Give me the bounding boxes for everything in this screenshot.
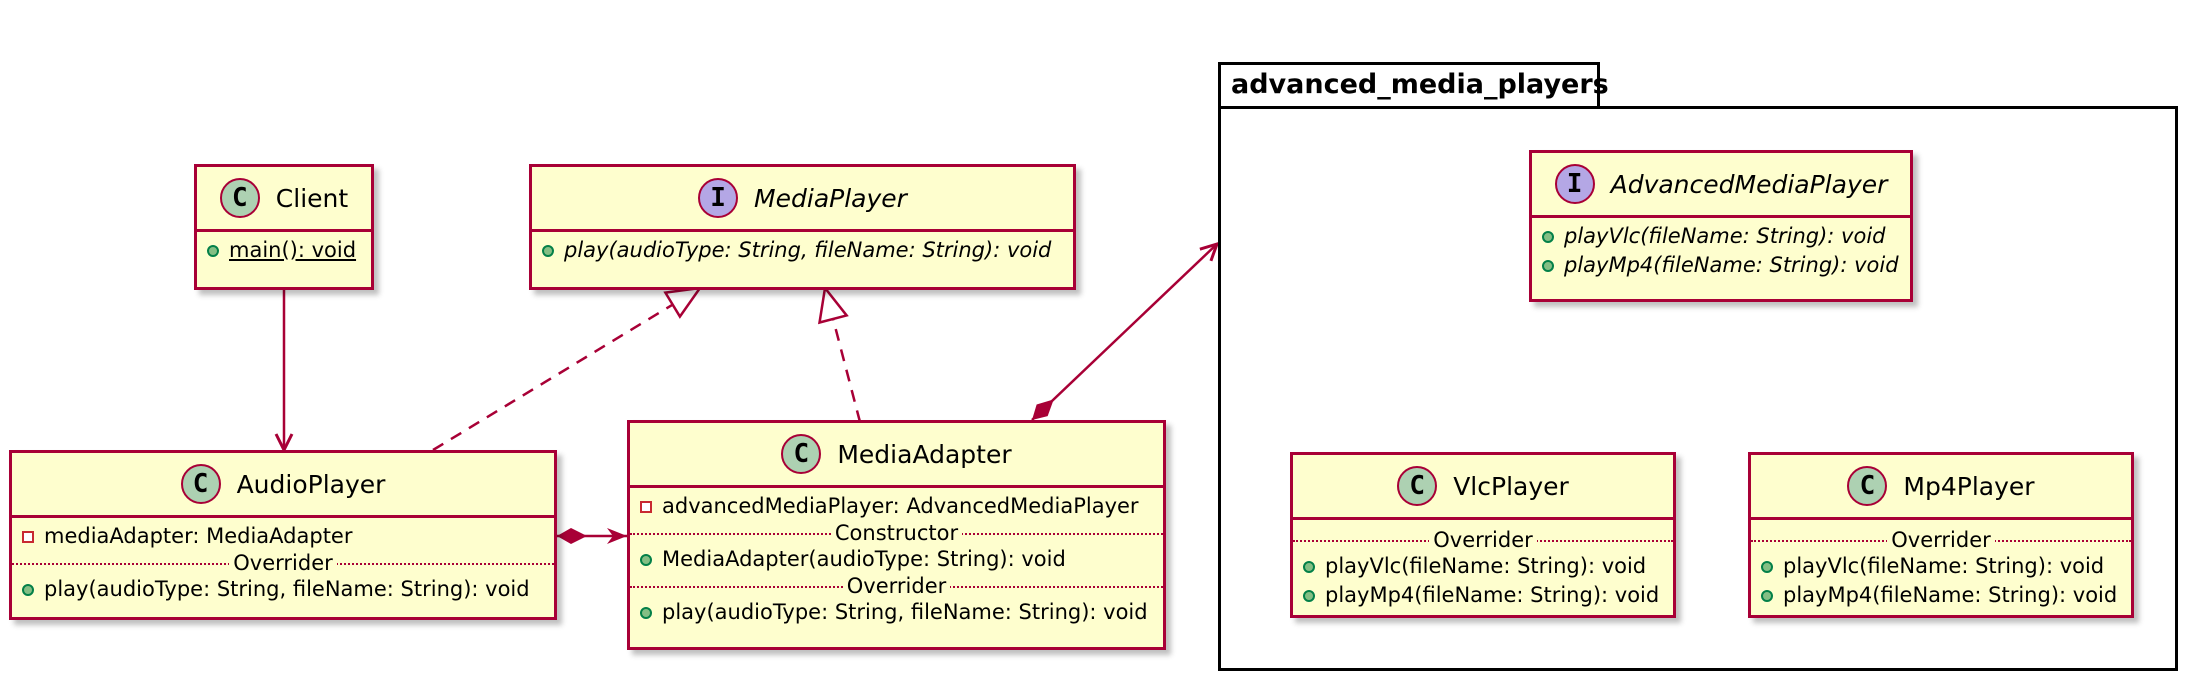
constructor-text: MediaAdapter(audioType: String): void xyxy=(662,547,1066,571)
interface-advancedmediaplayer-methods: playVlc(fileName: String): void playMp4(… xyxy=(1532,218,1910,286)
interface-advancedmediaplayer: I AdvancedMediaPlayer playVlc(fileName: … xyxy=(1529,150,1913,302)
public-visibility-icon xyxy=(1761,589,1773,602)
method-row: playVlc(fileName: String): void xyxy=(1542,222,1900,251)
class-badge-icon: C xyxy=(219,178,260,218)
public-visibility-icon xyxy=(640,553,652,566)
interface-mediaplayer-header: I MediaPlayer xyxy=(532,167,1073,229)
class-badge-icon: C xyxy=(1397,466,1438,506)
method-text: playVlc(fileName: String): void xyxy=(1564,224,1886,248)
class-vlcplayer-name: VlcPlayer xyxy=(1453,471,1569,501)
class-audioplayer: C AudioPlayer mediaAdapter: MediaAdapter… xyxy=(9,450,557,620)
method-text: main(): void xyxy=(229,238,357,262)
edge-mediaadapter-mediaplayer xyxy=(825,288,862,423)
public-visibility-icon xyxy=(207,244,219,257)
divider xyxy=(1532,215,1910,218)
class-mp4player: C Mp4Player Overrider playVlc(fileName: … xyxy=(1748,452,2134,618)
divider xyxy=(1751,517,2131,520)
interface-mediaplayer: I MediaPlayer play(audioType: String, fi… xyxy=(529,164,1076,290)
method-text: playMp4(fileName: String): void xyxy=(1325,583,1660,607)
private-visibility-icon xyxy=(640,500,652,513)
class-mediaadapter: C MediaAdapter advancedMediaPlayer: Adva… xyxy=(627,420,1166,650)
section-separator: Overrider xyxy=(12,551,554,575)
class-mediaadapter-header: C MediaAdapter xyxy=(630,423,1163,485)
method-row: play(audioType: String, fileName: String… xyxy=(640,598,1153,627)
constructor-row: MediaAdapter(audioType: String): void xyxy=(640,545,1153,574)
section-separator: Overrider xyxy=(1293,528,1673,552)
interface-advancedmediaplayer-name: AdvancedMediaPlayer xyxy=(1610,169,1888,199)
method-row: playMp4(fileName: String): void xyxy=(1303,581,1663,610)
class-client-header: C Client xyxy=(197,167,371,229)
interface-mediaplayer-name: MediaPlayer xyxy=(754,183,907,213)
class-badge-icon: C xyxy=(1847,466,1888,506)
class-client-name: Client xyxy=(275,183,349,213)
private-visibility-icon xyxy=(22,530,34,543)
divider xyxy=(197,229,371,232)
interface-advancedmediaplayer-header: I AdvancedMediaPlayer xyxy=(1532,153,1910,215)
section-label: Constructor xyxy=(830,522,963,544)
class-mp4player-name: Mp4Player xyxy=(1903,471,2035,501)
divider xyxy=(630,485,1163,488)
divider xyxy=(532,229,1073,232)
section-label: Overrider xyxy=(1887,529,1995,551)
interface-mediaplayer-methods: play(audioType: String, fileName: String… xyxy=(532,232,1073,271)
public-visibility-icon xyxy=(22,583,34,596)
method-text: playMp4(fileName: String): void xyxy=(1783,583,2118,607)
class-client: C Client main(): void xyxy=(194,164,374,290)
field-row: advancedMediaPlayer: AdvancedMediaPlayer xyxy=(640,492,1153,521)
class-vlcplayer-methods: playVlc(fileName: String): void playMp4(… xyxy=(1293,552,1673,616)
class-mediaadapter-constructors: MediaAdapter(audioType: String): void xyxy=(630,545,1163,574)
method-row: playVlc(fileName: String): void xyxy=(1761,552,2121,581)
edge-audioplayer-mediaplayer xyxy=(432,288,700,452)
class-badge-icon: C xyxy=(781,434,822,474)
package-name: advanced_media_players xyxy=(1231,69,1609,100)
section-separator: Constructor xyxy=(630,521,1163,545)
class-client-methods: main(): void xyxy=(197,232,371,271)
public-visibility-icon xyxy=(1303,560,1315,573)
public-visibility-icon xyxy=(640,606,652,619)
class-audioplayer-fields: mediaAdapter: MediaAdapter xyxy=(12,518,554,551)
section-separator: Overrider xyxy=(1751,528,2131,552)
method-row: playMp4(fileName: String): void xyxy=(1761,581,2121,610)
class-mediaadapter-fields: advancedMediaPlayer: AdvancedMediaPlayer xyxy=(630,488,1163,521)
public-visibility-icon xyxy=(1542,230,1554,243)
public-visibility-icon xyxy=(542,244,554,257)
section-separator: Overrider xyxy=(630,574,1163,598)
class-mp4player-methods: playVlc(fileName: String): void playMp4(… xyxy=(1751,552,2131,616)
divider xyxy=(1293,517,1673,520)
field-row: mediaAdapter: MediaAdapter xyxy=(22,522,544,551)
class-audioplayer-header: C AudioPlayer xyxy=(12,453,554,515)
section-label: Overrider xyxy=(842,575,951,597)
public-visibility-icon xyxy=(1303,589,1315,602)
method-row: playMp4(fileName: String): void xyxy=(1542,251,1900,280)
section-label: Overrider xyxy=(1429,529,1537,551)
divider xyxy=(12,515,554,518)
interface-badge-icon: I xyxy=(698,178,739,218)
method-text: playVlc(fileName: String): void xyxy=(1325,554,1647,578)
method-text: playMp4(fileName: String): void xyxy=(1564,253,1899,277)
class-badge-icon: C xyxy=(180,464,221,504)
method-text: playVlc(fileName: String): void xyxy=(1783,554,2105,578)
class-mediaadapter-name: MediaAdapter xyxy=(837,439,1012,469)
class-mediaadapter-methods: play(audioType: String, fileName: String… xyxy=(630,598,1163,633)
class-vlcplayer: C VlcPlayer Overrider playVlc(fileName: … xyxy=(1290,452,1676,618)
edge-mediaadapter-package xyxy=(1031,244,1217,421)
class-audioplayer-name: AudioPlayer xyxy=(236,469,386,499)
interface-badge-icon: I xyxy=(1554,164,1595,204)
public-visibility-icon xyxy=(1761,560,1773,573)
class-mp4player-header: C Mp4Player xyxy=(1751,455,2131,517)
class-vlcplayer-header: C VlcPlayer xyxy=(1293,455,1673,517)
method-row: playVlc(fileName: String): void xyxy=(1303,552,1663,581)
package-tab: advanced_media_players xyxy=(1218,62,1609,108)
class-audioplayer-methods: play(audioType: String, fileName: String… xyxy=(12,575,554,610)
method-row: play(audioType: String, fileName: String… xyxy=(22,575,544,604)
method-text: play(audioType: String, fileName: String… xyxy=(564,238,1052,262)
field-text: mediaAdapter: MediaAdapter xyxy=(44,524,353,548)
public-visibility-icon xyxy=(1542,259,1554,272)
method-row: play(audioType: String, fileName: String… xyxy=(542,236,1063,265)
section-label: Overrider xyxy=(229,552,337,574)
method-row: main(): void xyxy=(207,236,361,265)
method-text: play(audioType: String, fileName: String… xyxy=(662,600,1148,624)
field-text: advancedMediaPlayer: AdvancedMediaPlayer xyxy=(662,494,1139,518)
method-text: play(audioType: String, fileName: String… xyxy=(44,577,530,601)
